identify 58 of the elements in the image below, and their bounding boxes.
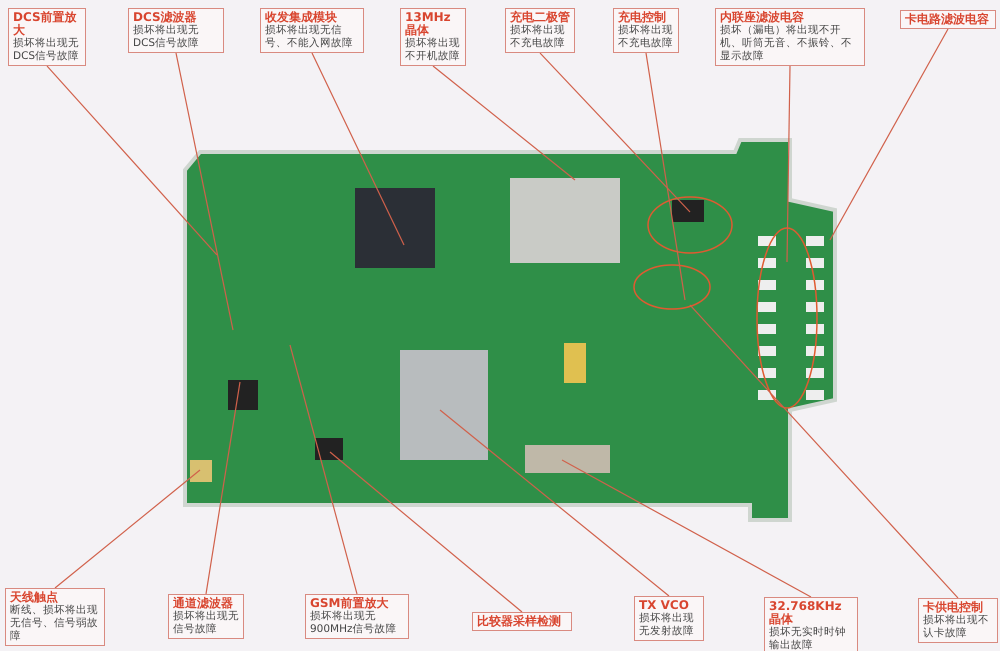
fault-description: 损坏将出现无信号、不能入网故障 [265,24,354,50]
part-name: 卡供电控制 [923,601,984,614]
part-name: DCS滤波器 [133,11,198,24]
callout-box [260,8,364,53]
leader-line [690,304,958,598]
callout-box [764,597,858,651]
callout-box [634,596,704,641]
part-name: 内联座滤波电容 [720,11,805,24]
leader-line [432,66,576,180]
part-name: DCS前置放大 [13,11,78,37]
fault-description: 损坏将出现无DCS信号故障 [133,24,200,50]
part-name: 天线触点 [10,591,59,604]
leader-line [829,28,949,240]
part-name: 通道滤波器 [173,597,234,610]
leader-line [311,52,405,246]
leader-line [175,52,234,330]
callout-box [8,8,86,66]
fault-description: 损坏将出现无900MHz信号故障 [310,610,398,636]
leader-line [205,382,241,594]
part-name: 充电控制 [618,11,667,24]
part-name: 13MHz晶体 [405,11,452,37]
leader-line [440,410,670,596]
fault-description: 断线、损坏将出现无信号、信号弱故障 [10,604,99,643]
callout-box [5,588,105,646]
leader-line [645,52,686,300]
part-name: 收发集成模块 [265,11,338,24]
fault-description: 损坏将出现不充电故障 [510,24,566,50]
part-name: 比较器采样检测 [477,615,562,628]
part-name: 充电二极管 [510,11,570,24]
callout-box [128,8,224,53]
fault-description: 损坏将出现无信号故障 [173,610,239,636]
fault-description: 损坏将出现不认卡故障 [923,614,990,640]
callout-box [505,8,575,53]
callout-box [918,598,998,643]
leader-line [54,470,200,588]
callout-box [472,612,572,631]
part-name: 卡电路滤波电容 [905,13,990,26]
callout-box [168,594,244,639]
callout-box [613,8,679,53]
fault-description: 损坏将出现不充电故障 [618,24,674,50]
leader-line [540,52,690,212]
callout-box [305,594,409,639]
callout-box [715,8,865,66]
leader-line [330,452,522,612]
leader-line [289,344,358,594]
fault-description: 损坏将出现不开机故障 [405,37,461,63]
leader-line [562,459,812,598]
part-name: TX VCO [639,599,690,612]
part-name: 32.768KHz晶体 [769,600,843,626]
callout-box [900,10,996,29]
leader-line [786,66,791,262]
callout-box [400,8,466,66]
leader-line [46,66,218,256]
fault-description: 损坏将出现无DCS信号故障 [13,37,80,63]
fault-description: 损坏（漏电）将出现不开机、听筒无音、不振铃、不显示故障 [720,24,853,63]
part-name: GSM前置放大 [310,597,390,610]
fault-description: 损坏无实时时钟输出故障 [769,626,847,651]
fault-description: 损坏将出现无发射故障 [639,612,695,638]
